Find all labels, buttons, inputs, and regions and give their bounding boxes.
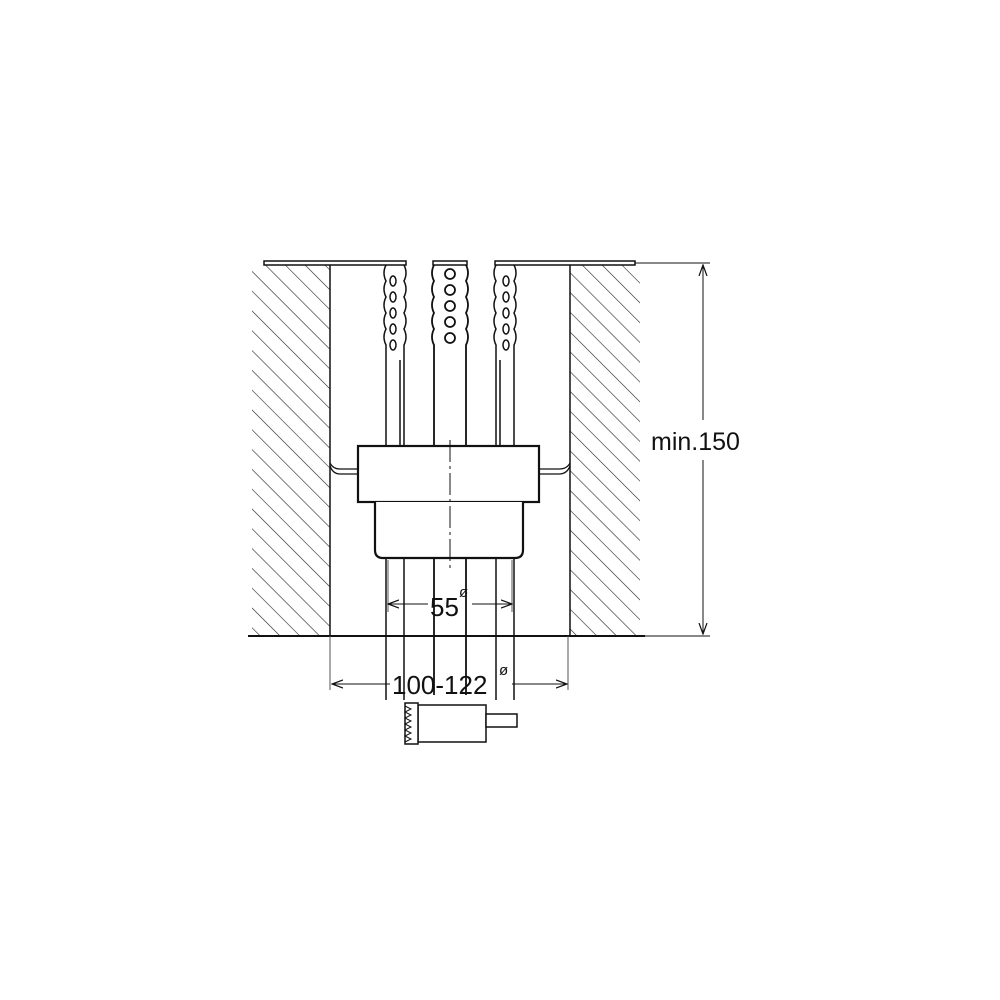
anchor-right — [493, 264, 517, 700]
hole-saw-icon — [403, 702, 518, 745]
right-wall-hatch — [570, 265, 640, 636]
anchor-center — [431, 264, 469, 695]
depth-label: min.150 — [651, 428, 740, 456]
housing-cup — [373, 502, 525, 560]
anchor-left — [383, 264, 407, 700]
cables — [329, 462, 571, 475]
housing-body — [356, 444, 541, 504]
left-wall-hatch — [252, 265, 330, 636]
diameter-symbol: ø — [459, 584, 468, 601]
cover-plate — [263, 260, 636, 266]
body-diameter-label: 55 — [430, 592, 459, 622]
diameter-symbol: ø — [499, 662, 508, 679]
hole-diameter-label: 100-122 — [392, 670, 487, 700]
